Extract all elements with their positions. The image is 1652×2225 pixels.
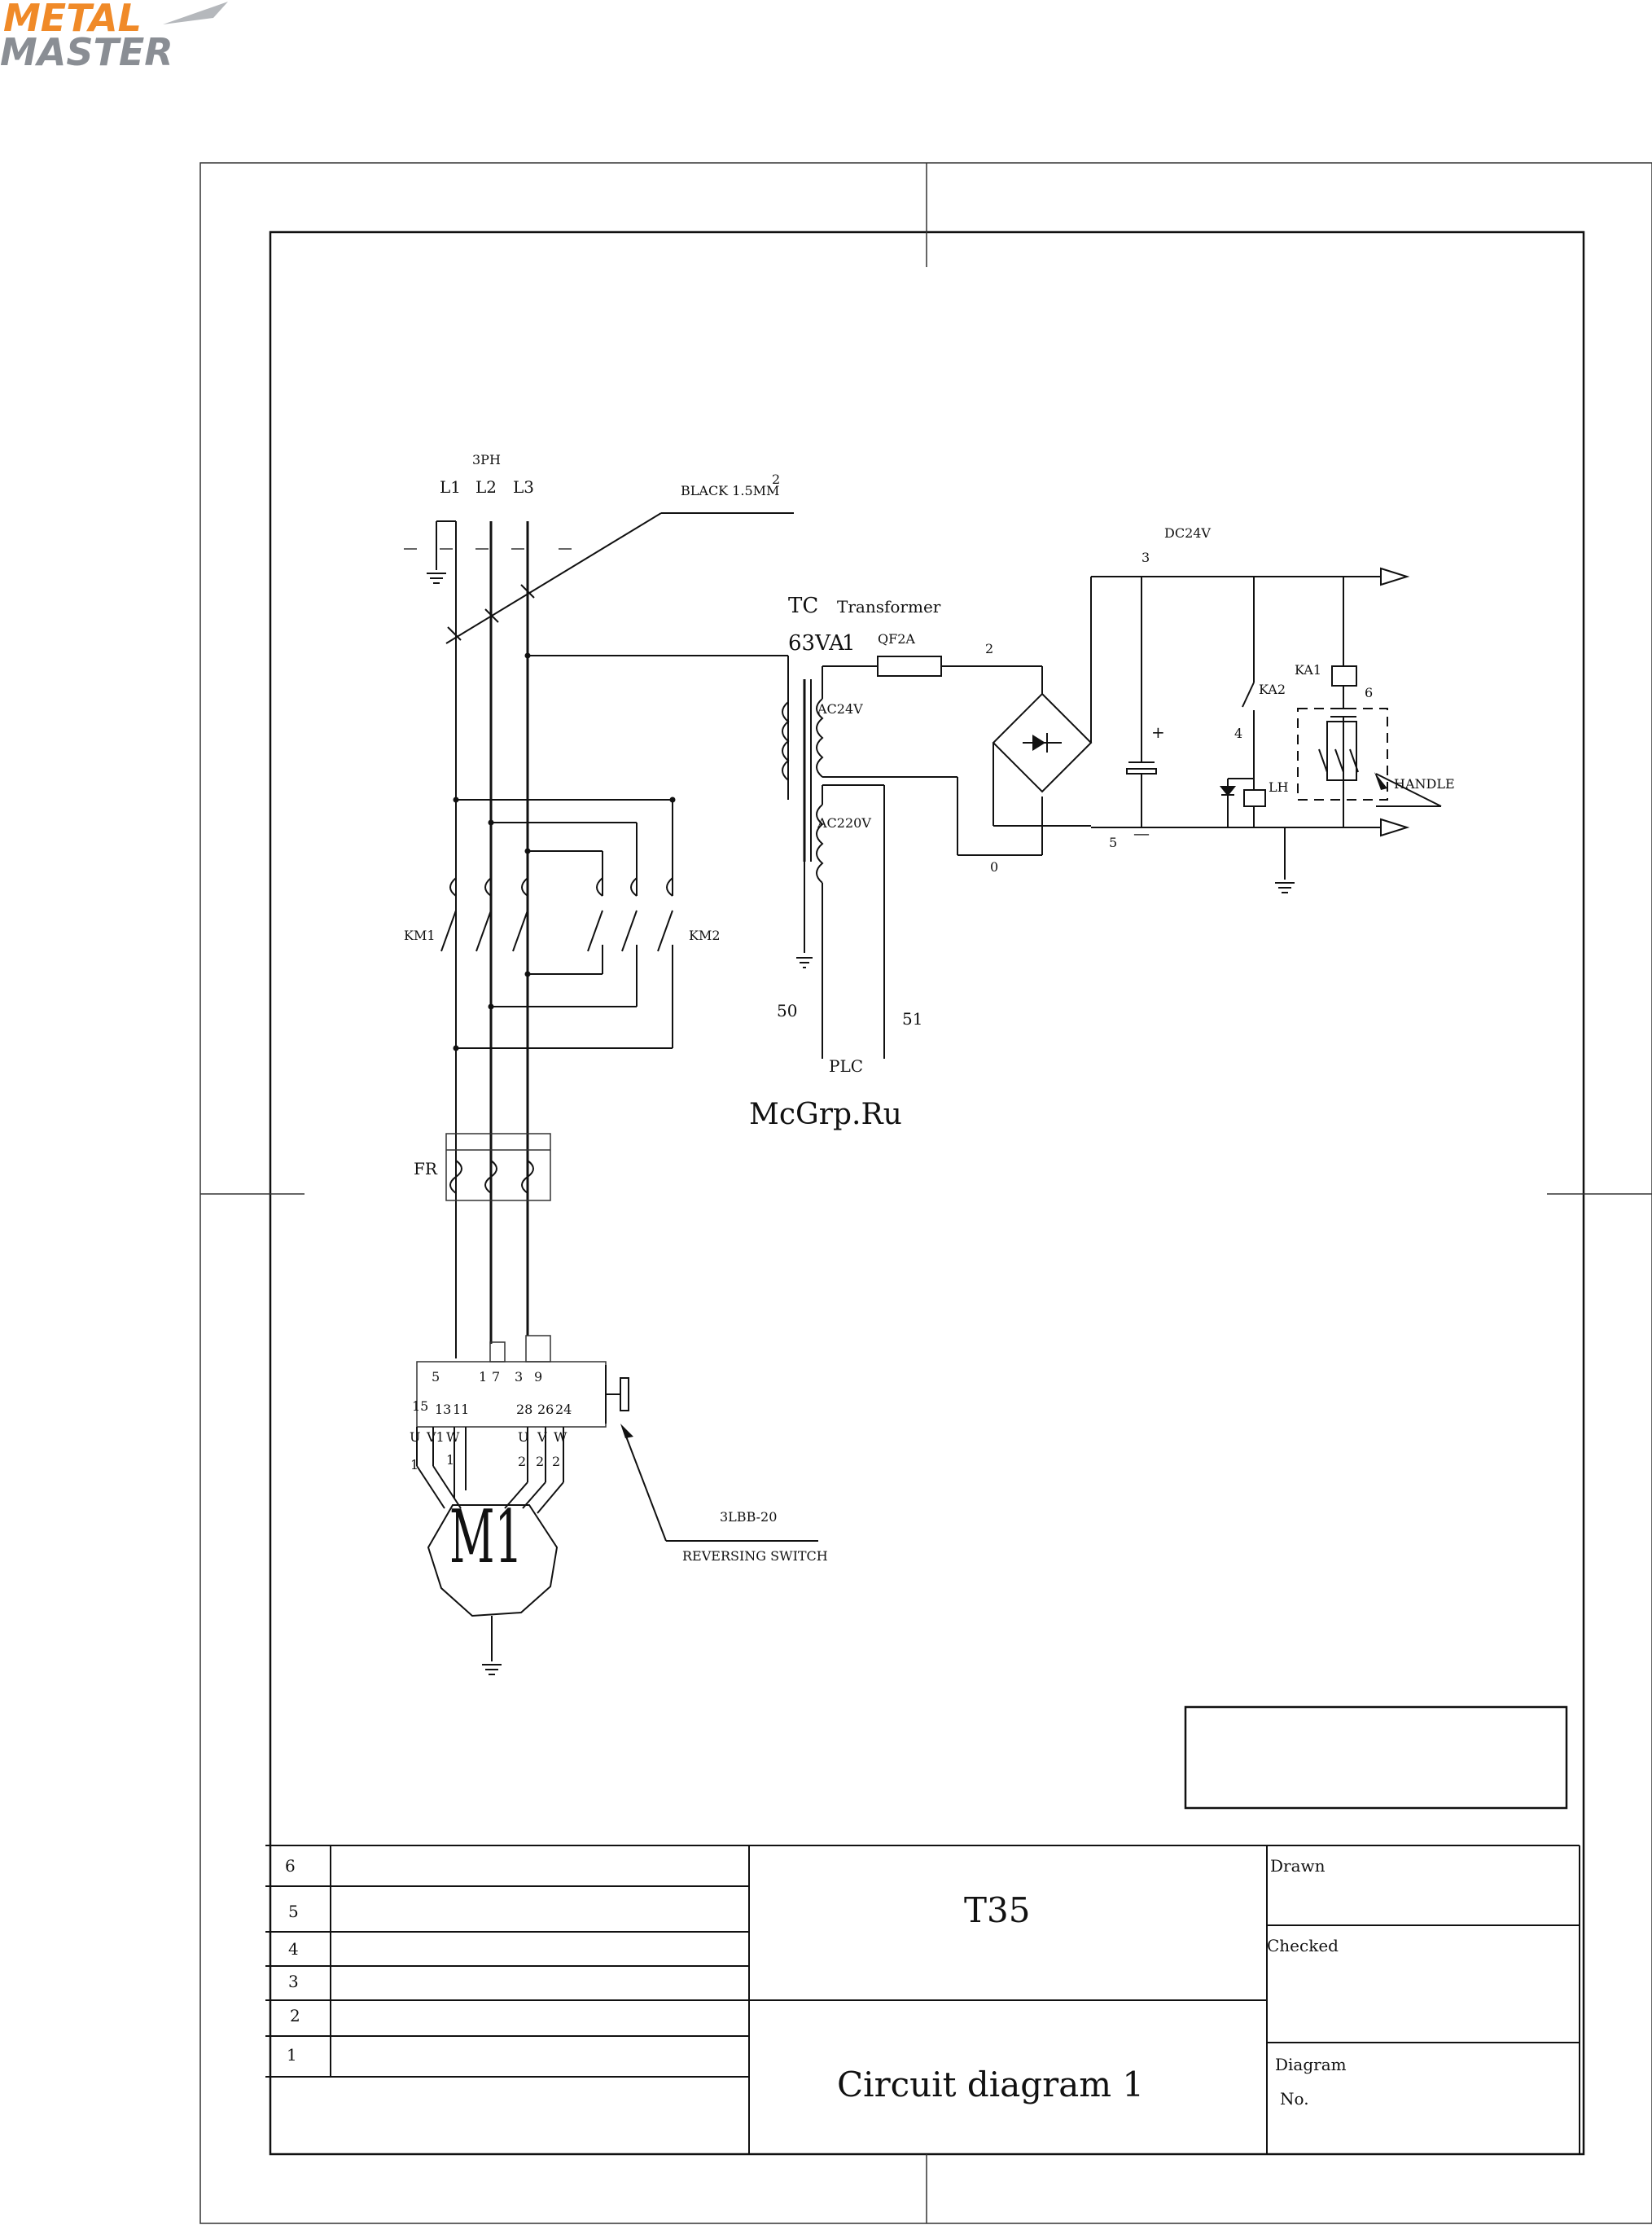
outer-frame: [200, 163, 1652, 2223]
svg-text:M1: M1: [449, 1494, 523, 1580]
svg-text:15: 15: [412, 1398, 428, 1414]
svg-text:2: 2: [772, 472, 780, 487]
svg-text:W: W: [554, 1429, 567, 1445]
no-label: No.: [1280, 2089, 1309, 2109]
svg-text:2: 2: [518, 1454, 526, 1469]
capacitor-minus: —: [1133, 823, 1150, 843]
wire-6-label: 6: [1365, 685, 1373, 700]
phase-label-l2: L2: [475, 477, 497, 497]
svg-text:3LBB-20: 3LBB-20: [720, 1509, 777, 1525]
svg-text:63VA: 63VA: [788, 631, 845, 656]
svg-text:5: 5: [432, 1369, 440, 1385]
model-number: T35: [964, 1890, 1030, 1930]
svg-text:3: 3: [515, 1369, 523, 1385]
fuse-label: QF2A: [878, 631, 915, 647]
overload-relay-fr: FR: [414, 1134, 550, 1200]
secondary-wiring: [822, 656, 1042, 1059]
inner-frame: [270, 232, 1584, 2154]
arrow-icon: [620, 1424, 633, 1438]
wire-2-label: 2: [985, 641, 993, 656]
lh-label: LH: [1269, 779, 1289, 795]
km1-label: KM1: [404, 928, 436, 943]
svg-text:11: 11: [453, 1402, 469, 1417]
contactor-km2: [588, 878, 673, 951]
ground-wire-callout: BLACK 1.5MM 2: [446, 472, 794, 643]
dc-bus: [1091, 568, 1407, 893]
bridge-rectifier: [993, 577, 1091, 826]
contactor-wiring: [456, 656, 788, 1048]
ka2-label: KA2: [1259, 682, 1286, 697]
svg-text:1: 1: [479, 1369, 487, 1385]
plc-wire-51: 51: [902, 1009, 922, 1029]
contactor-km1: [441, 878, 528, 951]
switch-callout: 3LBB-20 REVERSING SWITCH: [620, 1424, 828, 1564]
svg-text:1: 1: [446, 1452, 454, 1468]
svg-text:AC24V: AC24V: [817, 701, 863, 717]
wire-4-label: 4: [1234, 726, 1242, 741]
svg-text:2: 2: [552, 1454, 560, 1469]
handle-label: HANDLE: [1394, 776, 1455, 792]
svg-text:REVERSING SWITCH: REVERSING SWITCH: [682, 1548, 828, 1564]
svg-text:W: W: [446, 1429, 460, 1445]
svg-text:V1: V1: [426, 1429, 445, 1445]
ka1-label: KA1: [1295, 662, 1321, 678]
revision-4: 4: [288, 1939, 299, 1959]
revision-3: 3: [288, 1972, 299, 1991]
phase-label-l3: L3: [513, 477, 534, 497]
drawing-title: Circuit diagram 1: [837, 2065, 1144, 2104]
supply-label: 3PH: [472, 452, 501, 467]
svg-text:2: 2: [536, 1454, 544, 1469]
revision-1: 1: [287, 2045, 297, 2065]
dc-wire-5: 5: [1109, 835, 1117, 850]
svg-text:FR: FR: [414, 1159, 438, 1178]
svg-text:24: 24: [555, 1402, 572, 1417]
km2-label: KM2: [689, 928, 721, 943]
svg-text:28: 28: [516, 1402, 532, 1417]
revision-2: 2: [290, 2006, 300, 2025]
dc-label: DC24V: [1164, 525, 1211, 541]
phase-label-l1: L1: [440, 477, 461, 497]
handle-arrow-icon: [1374, 772, 1387, 790]
dc-wire-3: 3: [1142, 550, 1150, 565]
plc-label: PLC: [829, 1056, 863, 1076]
svg-text:BLACK 1.5MM: BLACK 1.5MM: [681, 483, 779, 498]
stamp-box: [1185, 1707, 1567, 1808]
title-block: 6 5 4 3 2 1 T35 Circuit diagram 1 Drawn …: [265, 1845, 1580, 2154]
revision-6: 6: [285, 1856, 296, 1876]
svg-text:9: 9: [534, 1369, 542, 1385]
svg-text:1: 1: [842, 631, 856, 656]
diagram-label: Diagram: [1275, 2055, 1347, 2074]
svg-text:13: 13: [435, 1402, 451, 1417]
frame-center-marks: [200, 163, 1652, 2223]
watermark: McGrp.Ru: [749, 1098, 902, 1131]
checked-label: Checked: [1267, 1936, 1339, 1955]
svg-text:AC220V: AC220V: [817, 815, 871, 831]
revision-5: 5: [288, 1902, 299, 1921]
svg-text:7: 7: [492, 1369, 500, 1385]
transformer-tc: TC 63VA Transformer 1 AC24V AC220V: [782, 594, 941, 968]
reversing-switch: 5 1 7 3 9 15 13 11 28 26 24 U V1 W 1 1 U…: [410, 1336, 629, 1472]
svg-text:U: U: [410, 1429, 420, 1445]
motor-m1: M1: [428, 1494, 557, 1674]
wire-0-label: 0: [990, 859, 998, 875]
svg-text:26: 26: [537, 1402, 554, 1417]
ground-symbol-icon: [796, 958, 813, 968]
ground-symbol-icon: [427, 573, 446, 583]
capacitor-plus: +: [1151, 722, 1165, 742]
plc-wire-50: 50: [777, 1001, 797, 1020]
svg-text:TC: TC: [788, 594, 818, 618]
drawn-label: Drawn: [1270, 1856, 1326, 1876]
svg-text:Transformer: Transformer: [837, 597, 941, 617]
